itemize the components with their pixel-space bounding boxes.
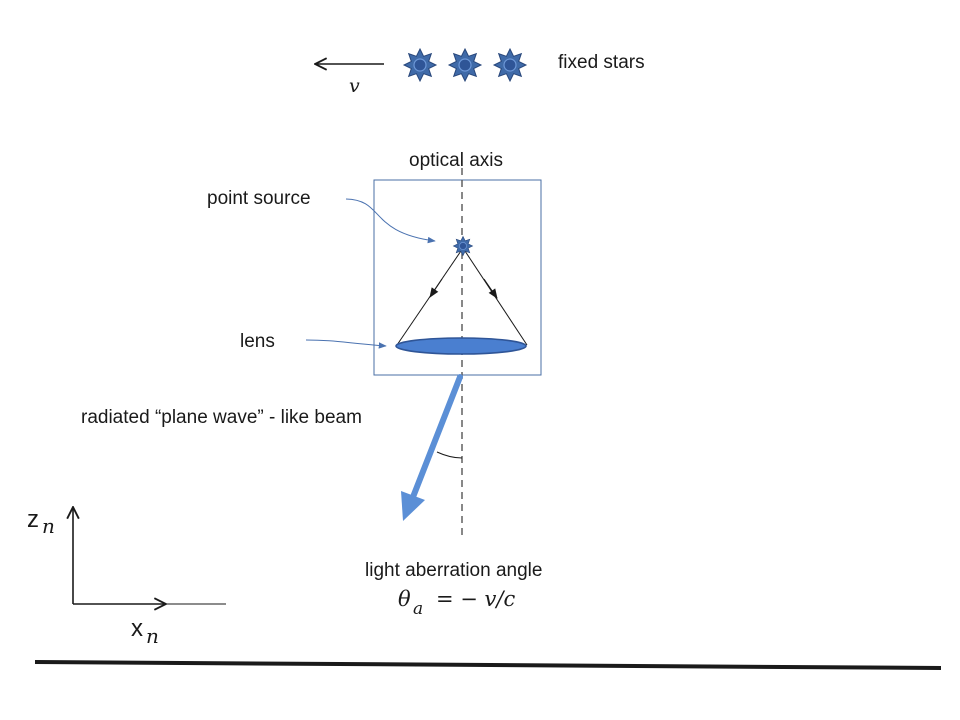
- telescope-frame: [373, 179, 542, 376]
- star-icon: [403, 48, 437, 82]
- radiated-beam-arrowhead: [401, 491, 425, 521]
- aberration-angle-arc: [436, 451, 463, 459]
- point-source-leader: [345, 198, 436, 244]
- ray-left-arrow: [429, 278, 443, 298]
- aberration-rhs: = − v/c: [436, 587, 515, 611]
- star-icon: [448, 48, 482, 82]
- x-axis-label: x: [131, 615, 143, 642]
- star-icon: [493, 48, 527, 82]
- point-source-label: point source: [207, 188, 311, 209]
- beam-label: radiated “plane wave” - like beam: [81, 407, 362, 428]
- aberration-title: light aberration angle: [365, 560, 542, 581]
- fixed-stars-label: fixed stars: [558, 52, 645, 73]
- radiated-beam-arrow: [410, 374, 463, 500]
- aberration-theta: θ: [398, 587, 411, 611]
- aberration-formula: θ a = − v/c: [398, 587, 515, 619]
- z-axis-label: z: [27, 506, 39, 533]
- ray-right: [462, 247, 528, 346]
- x-axis-subscript: n: [146, 624, 159, 648]
- lens-label: lens: [240, 331, 275, 352]
- optical-axis-label: optical axis: [409, 150, 503, 171]
- ray-right-arrow: [483, 278, 498, 299]
- lens-leader: [305, 339, 387, 349]
- z-axis-subscript: n: [42, 514, 55, 538]
- ground-line: [34, 660, 942, 670]
- velocity-label: v: [349, 75, 360, 97]
- lens-shape: [395, 337, 527, 355]
- fixed-stars: [403, 48, 527, 82]
- point-source-icon: [453, 236, 473, 256]
- aberration-subscript: a: [413, 599, 423, 619]
